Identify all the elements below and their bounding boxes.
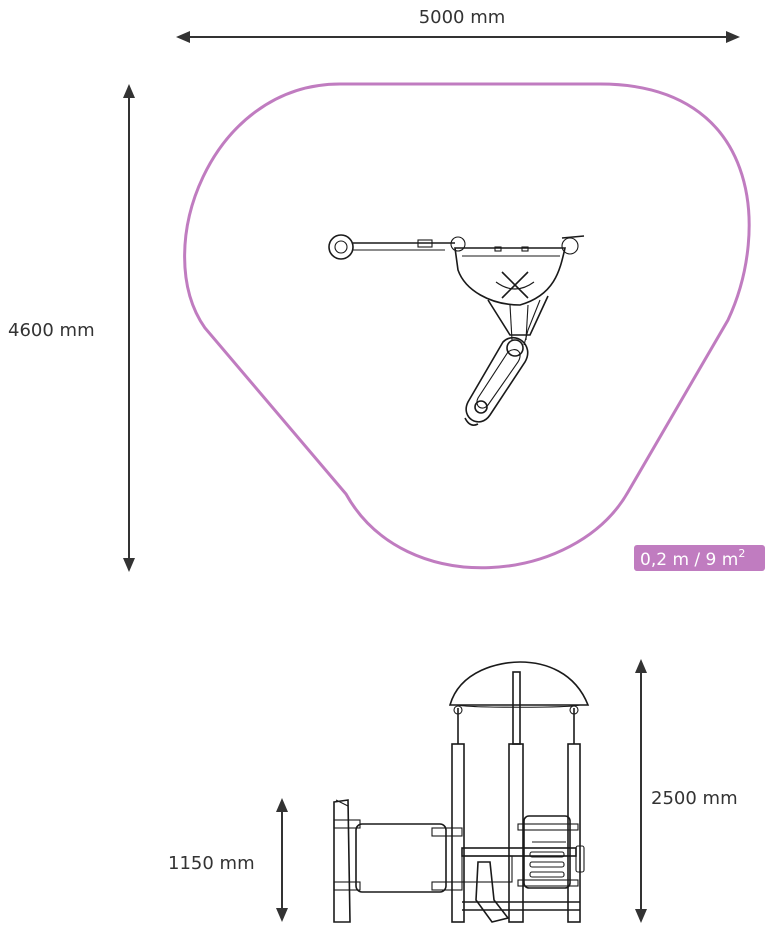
depth-label: 4600 mm — [8, 320, 95, 341]
height-label: 2500 mm — [651, 788, 738, 809]
width-label: 5000 mm — [419, 7, 506, 28]
safety-area-superscript: 2 — [738, 547, 745, 560]
equipment-top-view — [328, 234, 585, 426]
safety-area-label: 0,2 m / 9 m — [640, 550, 738, 570]
svg-text:0,2 m / 9 m2: 0,2 m / 9 m2 — [640, 547, 745, 570]
platform-height-dimension: 1150 mm — [168, 798, 288, 922]
safety-area-outline — [183, 82, 751, 570]
width-dimension: 5000 mm — [176, 7, 740, 43]
height-dimension: 2500 mm — [635, 659, 738, 923]
platform-height-label: 1150 mm — [168, 853, 255, 874]
equipment-side-view — [333, 661, 590, 923]
depth-dimension: 4600 mm — [8, 84, 135, 572]
logo-mark — [495, 271, 535, 299]
safety-area-badge: 0,2 m / 9 m2 — [634, 545, 765, 571]
abacus-beads — [529, 851, 565, 878]
